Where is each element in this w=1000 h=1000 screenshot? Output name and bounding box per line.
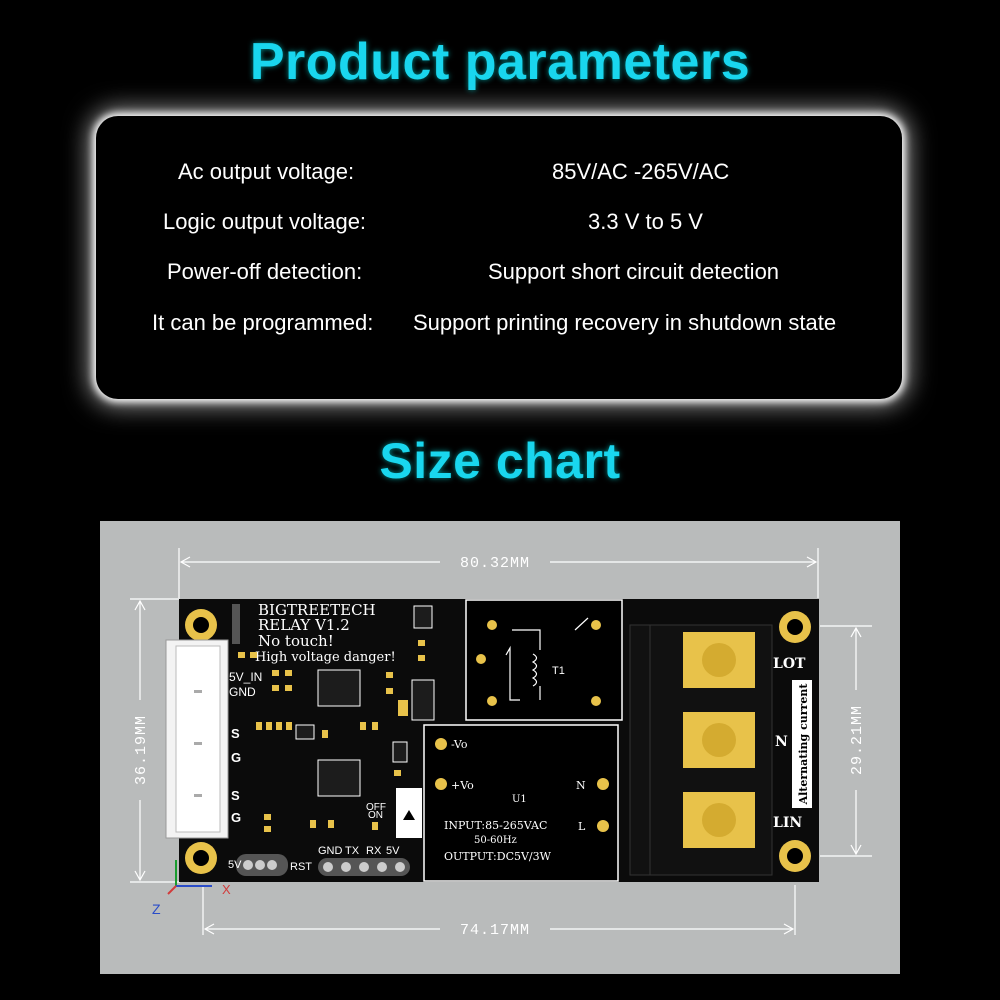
axis-z-label: Z: [152, 901, 161, 917]
param-value-programmable: Support printing recovery in shutdown st…: [413, 310, 837, 335]
programming-header: [236, 854, 410, 876]
psu-frequency: 50-60Hz: [474, 835, 517, 846]
header-label-5v-left: 5V: [228, 859, 242, 871]
pin-label-s1: S: [231, 726, 240, 741]
board-warning-high-voltage: High voltage danger!: [255, 650, 396, 665]
param-label-power-off: Power-off detection:: [167, 259, 363, 284]
psu-neg-label: -Vo: [451, 738, 468, 751]
param-value-power-off: Support short circuit detection: [488, 259, 780, 284]
led-on-label: ON: [368, 810, 383, 821]
psu-input: INPUT:85-265VAC: [444, 819, 547, 832]
param-label-ac-output: Ac output voltage:: [178, 159, 355, 184]
smd-components: [238, 640, 425, 832]
dimension-right-height: 29.21MM: [849, 705, 866, 775]
terminal-side-label: Alternating current: [797, 683, 810, 806]
mounting-holes: [185, 609, 811, 874]
jst-connector: [165, 639, 229, 839]
psu-module: [423, 724, 619, 882]
param-value-ac-output: 85V/AC -265V/AC: [552, 159, 730, 184]
terminal-block: [629, 624, 773, 876]
psu-l-label: L: [578, 820, 586, 833]
axis-triad: [167, 860, 212, 895]
size-chart-heading: Size chart: [379, 433, 621, 489]
transformer-ref: T1: [552, 665, 565, 677]
psu-n-label: N: [576, 779, 586, 792]
dimension-top-width: 80.32MM: [460, 555, 530, 572]
header-label-rx: RX: [366, 845, 382, 857]
psu-output: OUTPUT:DC5V/3W: [444, 850, 552, 863]
header-label-tx: TX: [345, 845, 360, 857]
transformer-symbol: [505, 617, 589, 701]
product-parameters-heading: Product parameters: [249, 33, 751, 91]
transformer-pads: [476, 620, 601, 706]
pin-label-g1: G: [231, 750, 241, 765]
led-off-label: OFF: [366, 802, 386, 813]
param-value-logic-output: 3.3 V to 5 V: [588, 209, 703, 234]
param-label-programmable: It can be programmed:: [152, 310, 374, 335]
ic-chips: [295, 605, 435, 797]
dimension-left-height: 36.19MM: [133, 715, 150, 785]
header-label-5v: 5V: [386, 845, 400, 857]
board-warning-no-touch: No touch!: [258, 632, 334, 650]
psu-ref: U1: [512, 794, 527, 805]
axis-x-label: X: [222, 882, 231, 897]
pin-label-s2: S: [231, 788, 240, 803]
terminal-lot-label: LOT: [773, 656, 806, 672]
psu-pads: [435, 738, 609, 832]
dimension-bottom-width: 74.17MM: [460, 922, 530, 939]
board-brand: BIGTREETECH: [258, 601, 376, 619]
parameters-panel: [96, 116, 902, 399]
param-label-logic-output: Logic output voltage:: [163, 209, 367, 234]
pin-label-5v-in: 5V_IN: [229, 670, 262, 684]
board-model: RELAY V1.2: [258, 616, 350, 634]
pin-label-g2: G: [231, 810, 241, 825]
terminal-n-label: N: [775, 734, 788, 750]
psu-pos-label: +Vo: [451, 779, 474, 792]
terminal-lin-label: LIN: [773, 815, 802, 831]
header-label-rst: RST: [290, 861, 312, 873]
pin-label-gnd: GND: [229, 685, 256, 699]
header-label-gnd: GND: [318, 845, 343, 857]
